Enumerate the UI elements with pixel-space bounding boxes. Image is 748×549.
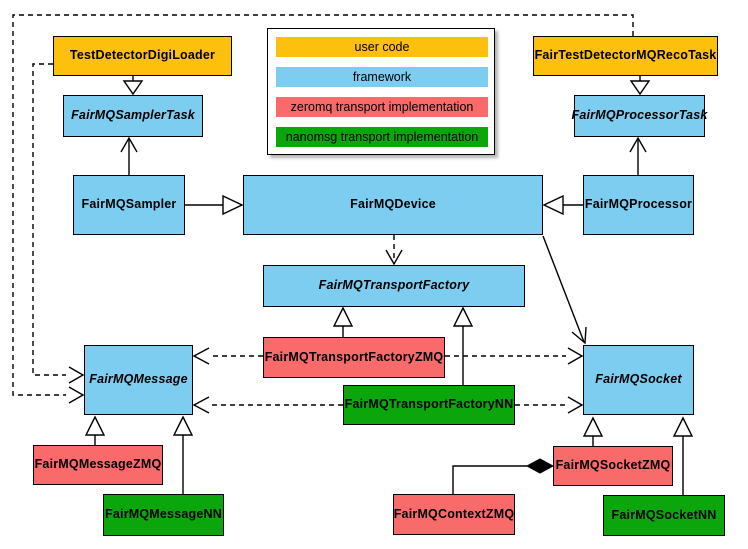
node-fairmqsocket: FairMQSocket [583,345,694,415]
node-label: FairMQSocketZMQ [555,458,671,473]
node-fairmqprocessortask: FairMQProcessorTask [571,95,708,137]
edge-contextzmq-socketzmq [452,458,555,494]
legend-item-user-code: user code [276,37,488,57]
node-fairmqsocketzmq: FairMQSocketZMQ [553,446,673,486]
edge-factoryzmq-socket [445,347,584,365]
legend-item-zeromq: zeromq transport implementation [276,97,488,117]
node-fairtestdetectormqrecotask: FairTestDetectorMQRecoTask [533,36,718,76]
legend-item-nanomsg: nanomsg transport implementation [276,127,488,147]
edge-messagenn-message [172,415,194,494]
node-fairmqtransportfactory: FairMQTransportFactory [263,265,525,307]
edge-tddl-message [32,63,85,384]
edge-factorynn-message [192,396,343,414]
legend-label: user code [354,40,410,54]
node-label: FairMQTransportFactoryNN [344,397,514,412]
node-label: FairMQTransportFactory [318,278,470,293]
legend-label: framework [352,70,412,84]
node-fairmqcontextzmq: FairMQContextZMQ [393,494,515,535]
node-label: FairMQSocket [595,372,682,387]
node-fairmqprocessor: FairMQProcessor [583,175,694,235]
node-fairmqtransportfactoryzmq: FairMQTransportFactoryZMQ [263,337,445,378]
edge-factorynn-factory [452,306,474,385]
node-label: FairMQMessageNN [105,507,222,522]
node-label: FairMQSocketNN [611,507,717,522]
edge-factorynn-socket [515,396,584,414]
edge-sampler-samplertask [120,136,138,175]
node-label: FairMQContextZMQ [393,506,515,521]
node-fairmqdevice: FairMQDevice [243,175,543,235]
edge-recotask-message [12,14,634,404]
node-label: FairMQMessage [89,372,188,387]
node-label: FairMQDevice [350,197,436,212]
node-fairmqsampler: FairMQSampler [73,175,185,235]
node-label: FairMQMessageZMQ [34,457,162,472]
legend-label: zeromq transport implementation [290,100,474,114]
edge-recotask-processortask [629,76,651,96]
node-label: FairMQSampler [81,197,177,212]
node-fairmqtransportfactorynn: FairMQTransportFactoryNN [343,385,515,425]
node-fairmqsocketnn: FairMQSocketNN [603,495,725,536]
legend-label: nanomsg transport implementation [285,130,479,144]
edge-processor-device [542,194,583,216]
node-fairmqmessage: FairMQMessage [84,345,193,415]
node-label: FairMQTransportFactoryZMQ [264,349,444,364]
edge-socketzmq-socket [582,416,604,446]
edge-tddl-samplertask [122,76,144,96]
edge-factoryzmq-message [192,347,263,365]
legend-item-framework: framework [276,67,488,87]
legend: user code framework zeromq transport imp… [267,28,495,155]
edge-processor-processortask [629,136,647,175]
node-fairmqmessagezmq: FairMQMessageZMQ [33,445,163,485]
node-fairmqmessagenn: FairMQMessageNN [103,494,224,536]
edge-sampler-device [185,194,244,216]
node-fairmqsamplertask: FairMQSamplerTask [63,95,203,137]
edge-socketnn-socket [672,416,694,495]
node-label: FairMQSamplerTask [71,108,195,123]
node-label: TestDetectorDigiLoader [69,48,216,63]
node-label: FairMQProcessorTask [571,108,708,123]
edge-device-factory [385,235,403,266]
edge-messagezmq-message [84,415,106,445]
node-label: FairMQProcessor [584,197,693,212]
node-label: FairTestDetectorMQRecoTask [534,48,717,63]
edge-factoryzmq-factory [332,306,354,337]
node-testdetectordigiloader: TestDetectorDigiLoader [53,36,232,76]
edge-device-socket [542,235,587,345]
